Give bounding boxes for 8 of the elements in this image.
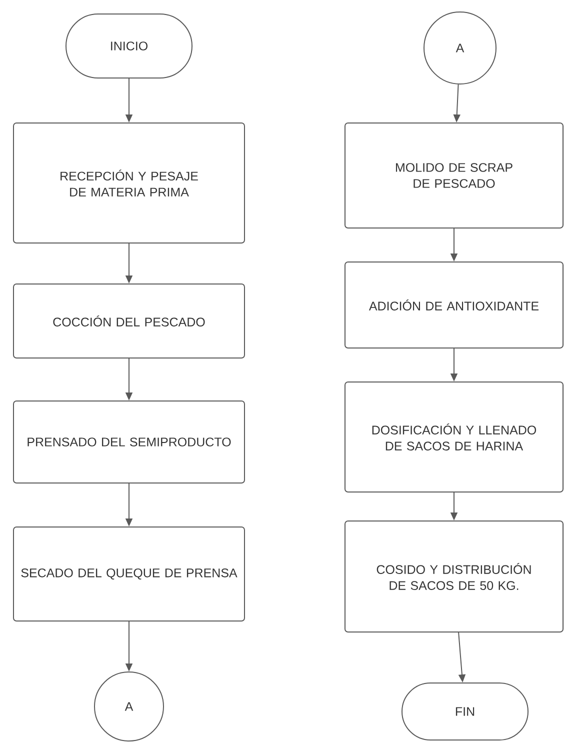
process-box: ADICIÓN DE ANTIOXIDANTE <box>344 262 564 348</box>
process-box: MOLIDO DE SCRAP DE PESCADO <box>344 122 564 228</box>
process-box: COCCIÓN DEL PESCADO <box>13 284 245 358</box>
process-box: PRENSADO DEL SEMIPRODUCTO <box>13 400 245 484</box>
process-box: SECADO DEL QUEQUE DE PRENSA <box>13 526 245 622</box>
process-box: DOSIFICACIÓN Y LLENADO DE SACOS DE HARINA <box>344 382 564 492</box>
process-box: RECEPCIÓN Y PESAJE DE MATERIA PRIMA <box>13 122 245 244</box>
process-box: COSIDO Y DISTRIBUCIÓN DE SACOS DE 50 KG. <box>344 520 564 632</box>
